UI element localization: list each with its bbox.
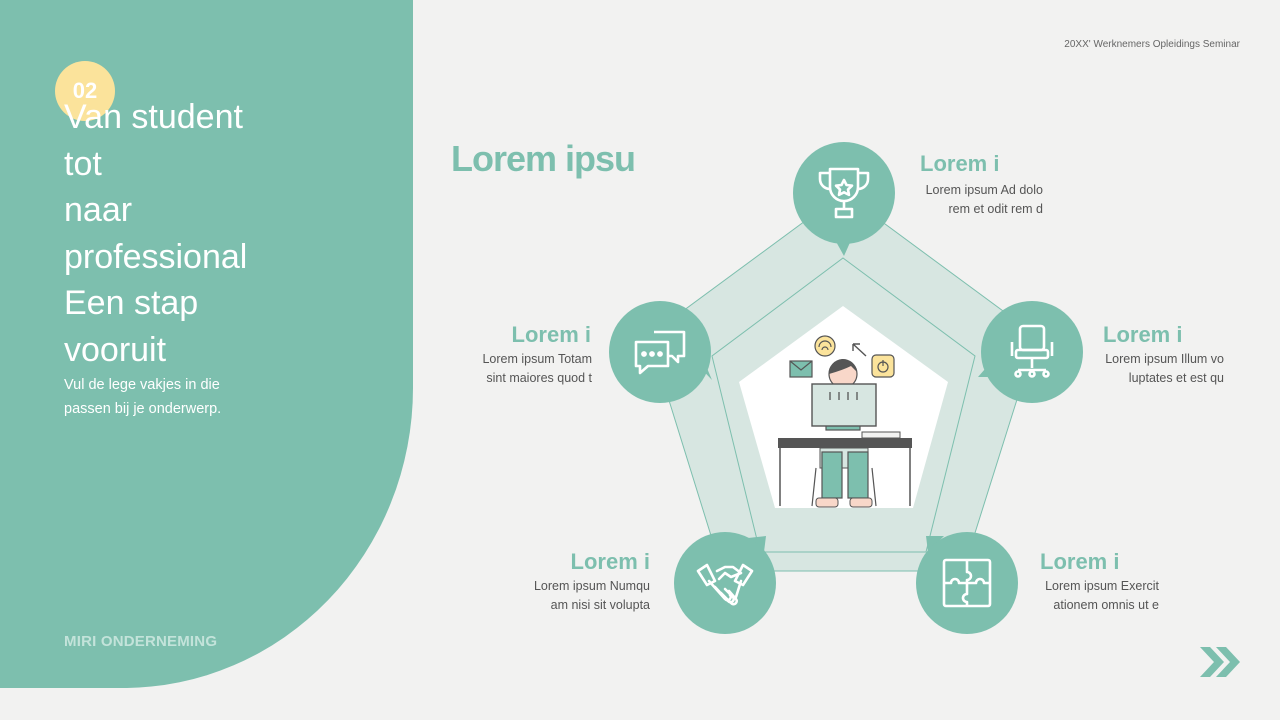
node-chair (981, 301, 1083, 403)
person-at-desk-illustration (778, 335, 912, 508)
item-puzzle-title: Lorem i (1040, 549, 1120, 574)
item-chat-title: Lorem i (511, 322, 591, 347)
main-title: Lorem ipsu (451, 138, 636, 179)
section-title-line: Van student (64, 98, 243, 136)
node-trophy (793, 142, 895, 244)
trophy-icon (818, 167, 870, 219)
puzzle-icon (942, 558, 992, 608)
section-title-line: vooruit (64, 330, 167, 369)
section-title-line: naar (64, 191, 133, 229)
item-desc-line: Lorem ipsum Illum vo (1105, 352, 1224, 366)
item-handshake-title: Lorem i (570, 549, 650, 574)
office-chair-icon (1010, 324, 1054, 378)
section-title-line: tot (64, 144, 102, 183)
handshake-icon (696, 563, 754, 606)
item-trophy-title: Lorem i (920, 151, 1000, 176)
node-chat (609, 301, 711, 403)
section-title: Van student tot naar professional Een st… (64, 94, 394, 373)
item-desc-line: Lorem ipsum Ad dolo (925, 183, 1043, 197)
item-desc-line: Lorem ipsum Exercit (1045, 579, 1159, 593)
item-handshake-desc: Lorem ipsum Numqu am nisi sit volupta (480, 577, 650, 615)
item-puzzle-desc: Lorem ipsum Exercit ationem omnis ut e (1000, 577, 1159, 615)
item-chat-desc: Lorem ipsum Totam sint maiores quod t (420, 350, 592, 388)
seminar-header: 20XX' Werknemers Opleidings Seminar (1064, 39, 1240, 50)
item-desc-line: luptates et est qu (1128, 371, 1224, 385)
item-desc-line: sint maiores quod t (486, 371, 592, 385)
next-slide-arrow-icon[interactable] (1198, 645, 1242, 679)
item-chair-title: Lorem i (1103, 322, 1183, 347)
node-puzzle (916, 532, 1018, 634)
company-name: MIRI ONDERNEMING (64, 633, 218, 650)
section-subtitle: Vul de lege vakjes in die passen bij je … (64, 373, 324, 421)
subtitle-line: Vul de lege vakjes in die (64, 377, 220, 393)
subtitle-line: passen bij je onderwerp. (64, 401, 222, 417)
item-desc-line: Lorem ipsum Numqu (533, 579, 650, 593)
item-chair-desc: Lorem ipsum Illum vo luptates et est qu (1060, 350, 1224, 388)
chat-bubbles-icon (634, 330, 686, 375)
section-title-line: Een stap (64, 284, 199, 322)
item-desc-line: ationem omnis ut e (1053, 598, 1159, 612)
item-desc-line: am nisi sit volupta (550, 598, 650, 612)
item-trophy-desc: Lorem ipsum Ad dolo rem et odit rem d (880, 181, 1043, 219)
node-handshake (674, 532, 776, 634)
section-number-badge: 02 (55, 61, 115, 121)
section-title-line: professional (64, 237, 248, 276)
item-desc-line: rem et odit rem d (948, 202, 1043, 216)
item-desc-line: Lorem ipsum Totam (482, 352, 592, 366)
